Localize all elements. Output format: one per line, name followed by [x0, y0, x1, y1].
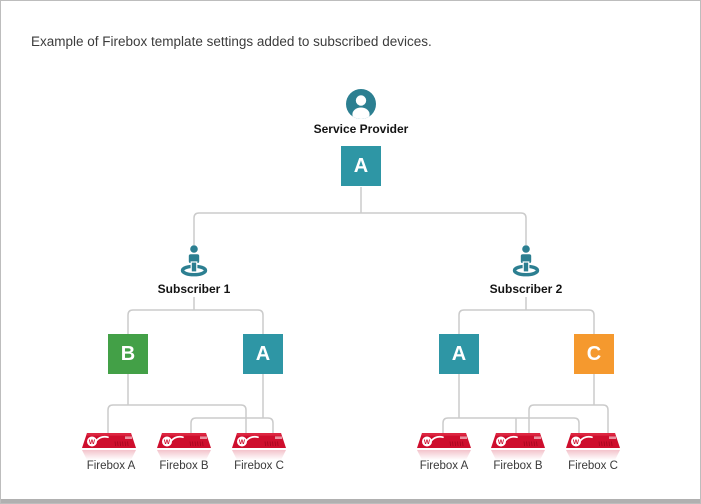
subscriber2-firebox-b-icon: W: [490, 431, 546, 461]
subscriber2-label: Subscriber 2: [489, 282, 563, 296]
subscriber1-template-box-a: A: [243, 334, 283, 374]
watchguard-logo-letter: W: [573, 439, 580, 446]
template-box-provider-a: A: [341, 146, 381, 186]
horizontal-scrollbar[interactable]: [1, 499, 700, 503]
watchguard-logo-letter: W: [239, 439, 246, 446]
subscriber2-firebox-a-label: Firebox A: [419, 460, 469, 472]
subscriber1-firebox-b-icon: W: [156, 431, 212, 461]
subscriber1-icon: [176, 243, 212, 277]
subscriber2-firebox-c-label: Firebox C: [568, 460, 618, 472]
subscriber2-firebox-c-icon: W: [565, 431, 621, 461]
subscriber1-label: Subscriber 1: [157, 282, 231, 296]
subscriber2-template-box-a: A: [439, 334, 479, 374]
watchguard-logo-letter: W: [424, 439, 431, 446]
subscriber2-firebox-a-icon: W: [416, 431, 472, 461]
watchguard-logo-letter: W: [164, 439, 171, 446]
service-provider-icon: [344, 87, 378, 121]
watchguard-logo-letter: W: [89, 439, 96, 446]
subscriber2-template-box-c: C: [574, 334, 614, 374]
service-provider-label: Service Provider: [313, 122, 409, 136]
subscriber2-firebox-b-label: Firebox B: [493, 460, 543, 472]
subscriber1-firebox-c-icon: W: [231, 431, 287, 461]
subscriber1-firebox-b-label: Firebox B: [159, 460, 209, 472]
subscriber2-icon: [508, 243, 544, 277]
subscriber1-template-box-b: B: [108, 334, 148, 374]
subscriber1-firebox-a-label: Firebox A: [86, 460, 136, 472]
subscriber1-firebox-c-label: Firebox C: [234, 460, 284, 472]
subscriber1-firebox-a-icon: W: [81, 431, 137, 461]
page-title: Example of Firebox template settings add…: [31, 34, 432, 49]
watchguard-logo-letter: W: [498, 439, 505, 446]
